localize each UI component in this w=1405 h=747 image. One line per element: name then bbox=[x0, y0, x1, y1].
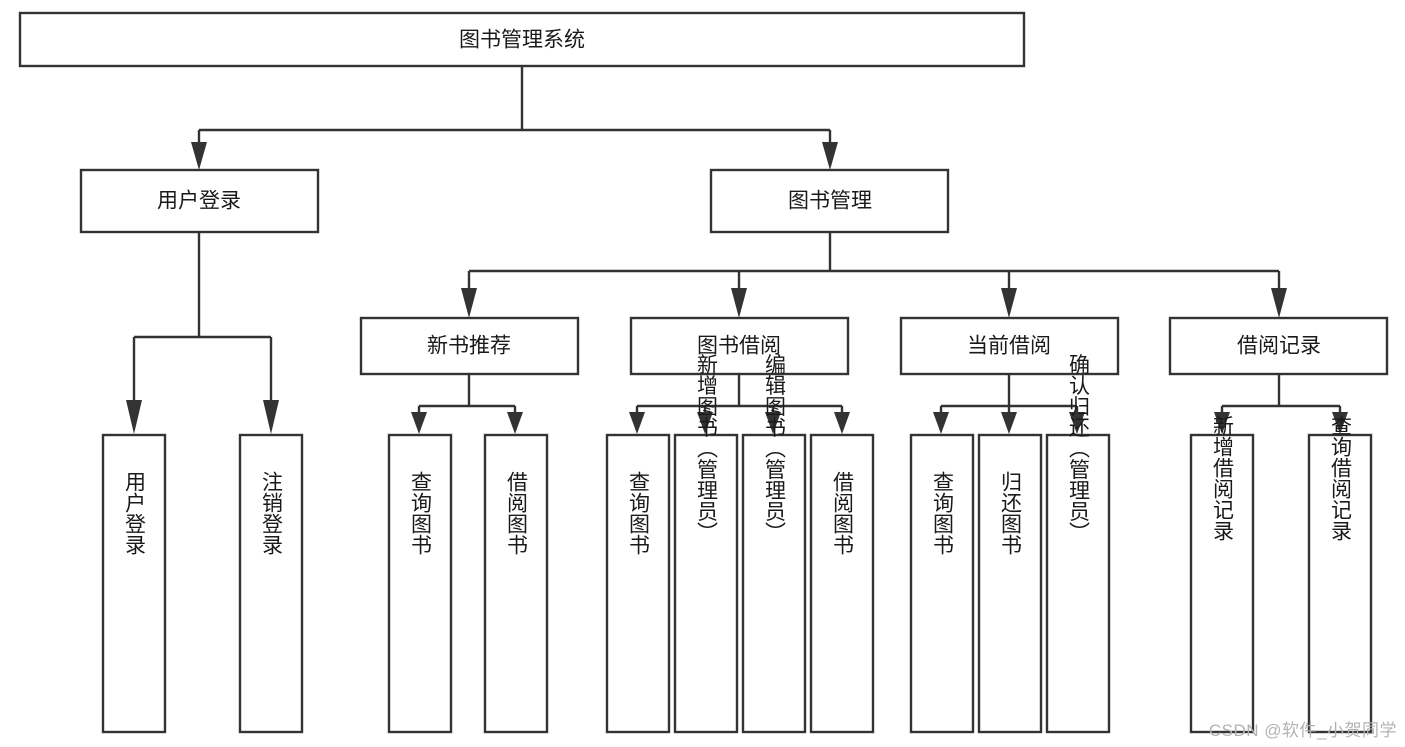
node-user-login[interactable]: 用户登录 bbox=[79, 168, 320, 234]
leaf-query-book-3-box[interactable] bbox=[909, 433, 975, 734]
leaf-add-book-label: 新增图书（管理员） bbox=[695, 354, 719, 543]
leaf-return-book-label: 归还图书 bbox=[999, 471, 1023, 555]
leaf-borrow-book-2-label: 借阅图书 bbox=[831, 471, 855, 555]
leaf-borrow-book-2[interactable]: 借阅图书 bbox=[809, 433, 875, 734]
leaf-user-login[interactable]: 用户登录 bbox=[101, 433, 167, 734]
node-user-login-label: 用户登录 bbox=[157, 190, 241, 213]
node-new-book-recommend-box[interactable] bbox=[359, 316, 580, 376]
leaf-logout-login-label: 注销登录 bbox=[260, 471, 284, 555]
leaf-query-book-2-label: 查询图书 bbox=[627, 471, 651, 555]
node-borrow-record-box[interactable] bbox=[1168, 316, 1389, 376]
arrow-to-user-login-icon bbox=[191, 142, 207, 170]
leaf-add-record-box[interactable] bbox=[1189, 433, 1255, 734]
connector-group-book-borrow-to-leaves bbox=[629, 374, 850, 434]
leaf-query-book-3[interactable]: 查询图书 bbox=[909, 433, 975, 734]
leaf-edit-book[interactable]: 编辑图书（管理员） bbox=[741, 354, 807, 734]
leaf-borrow-book-1-label: 借阅图书 bbox=[505, 471, 529, 555]
leaf-query-record-box[interactable] bbox=[1307, 433, 1373, 734]
node-book-borrow-box[interactable] bbox=[629, 316, 850, 376]
leaf-edit-book-label: 编辑图书（管理员） bbox=[763, 354, 787, 543]
connector-group-book-manage-to-level3 bbox=[461, 232, 1287, 318]
leaf-query-record-label: 查询借阅记录 bbox=[1329, 415, 1353, 541]
node-book-manage-label: 图书管理 bbox=[788, 190, 872, 213]
node-root-box[interactable] bbox=[18, 11, 1026, 68]
connector-group-root-to-level2 bbox=[191, 66, 838, 170]
leaf-query-record[interactable]: 查询借阅记录 bbox=[1307, 415, 1373, 734]
leaf-confirm-return[interactable]: 确认归还（管理员） bbox=[1045, 354, 1111, 734]
arrow-leaf-query-book-2-icon bbox=[629, 412, 645, 434]
leaf-query-book-2-box[interactable] bbox=[605, 433, 671, 734]
arrow-leaf-borrow-book-1-icon bbox=[507, 412, 523, 434]
arrow-to-book-manage-icon bbox=[822, 142, 838, 170]
node-current-borrow-box[interactable] bbox=[899, 316, 1120, 376]
leaf-user-login-label: 用户登录 bbox=[123, 471, 147, 555]
node-borrow-record-label: 借阅记录 bbox=[1237, 335, 1321, 358]
node-book-borrow-label: 图书借阅 bbox=[697, 335, 781, 358]
node-book-borrow[interactable]: 图书借阅 bbox=[629, 316, 850, 376]
arrow-to-borrow-record-icon bbox=[1271, 288, 1287, 318]
leaf-borrow-book-1-box[interactable] bbox=[483, 433, 549, 734]
node-root-label: 图书管理系统 bbox=[459, 29, 585, 52]
arrow-leaf-borrow-book-2-icon bbox=[834, 412, 850, 434]
leaf-confirm-return-label: 确认归还（管理员） bbox=[1067, 354, 1091, 543]
leaf-confirm-return-box[interactable] bbox=[1045, 433, 1111, 734]
leaf-return-book-box[interactable] bbox=[977, 433, 1043, 734]
leaf-logout-login-box[interactable] bbox=[238, 433, 304, 734]
node-new-book-recommend-label: 新书推荐 bbox=[427, 335, 511, 358]
connector-group-user-login-to-leaves bbox=[126, 232, 279, 434]
arrow-to-current-borrow-icon bbox=[1001, 288, 1017, 318]
arrow-leaf-logout-login-icon bbox=[263, 400, 279, 434]
arrow-leaf-add-book-icon bbox=[697, 412, 713, 434]
leaf-add-book[interactable]: 新增图书（管理员） bbox=[673, 354, 739, 734]
connector-group-new-book-recommend-to-leaves bbox=[411, 374, 523, 434]
node-book-manage-box[interactable] bbox=[709, 168, 950, 234]
leaf-borrow-book-2-box[interactable] bbox=[809, 433, 875, 734]
arrow-to-book-borrow-icon bbox=[731, 288, 747, 318]
node-root[interactable]: 图书管理系统 bbox=[18, 11, 1026, 68]
node-borrow-record[interactable]: 借阅记录 bbox=[1168, 316, 1389, 376]
arrow-leaf-query-book-3-icon bbox=[933, 412, 949, 434]
arrow-leaf-confirm-return-icon bbox=[1069, 412, 1085, 434]
leaf-query-book-3-label: 查询图书 bbox=[931, 471, 955, 555]
arrow-to-new-book-recommend-icon bbox=[461, 288, 477, 318]
leaf-add-record[interactable]: 新增借阅记录 bbox=[1189, 415, 1255, 734]
leaf-query-book-2[interactable]: 查询图书 bbox=[605, 433, 671, 734]
arrow-leaf-edit-book-icon bbox=[765, 412, 781, 434]
arrow-leaf-return-book-icon bbox=[1001, 412, 1017, 434]
arrow-leaf-query-record-icon bbox=[1332, 412, 1348, 434]
leaf-query-book-1[interactable]: 查询图书 bbox=[387, 433, 453, 734]
arrow-leaf-query-book-1-icon bbox=[411, 412, 427, 434]
node-new-book-recommend[interactable]: 新书推荐 bbox=[359, 316, 580, 376]
leaf-query-book-1-label: 查询图书 bbox=[409, 471, 433, 555]
leaf-borrow-book-1[interactable]: 借阅图书 bbox=[483, 433, 549, 734]
node-current-borrow[interactable]: 当前借阅 bbox=[899, 316, 1120, 376]
arrow-leaf-add-record-icon bbox=[1214, 412, 1230, 434]
leaf-user-login-box[interactable] bbox=[101, 433, 167, 734]
node-current-borrow-label: 当前借阅 bbox=[967, 335, 1051, 358]
leaf-add-record-label: 新增借阅记录 bbox=[1211, 415, 1235, 541]
node-user-login-box[interactable] bbox=[79, 168, 320, 234]
leaf-add-book-box[interactable] bbox=[673, 433, 739, 734]
arrow-leaf-user-login-icon bbox=[126, 400, 142, 434]
leaf-return-book[interactable]: 归还图书 bbox=[977, 433, 1043, 734]
connector-group-current-borrow-to-leaves bbox=[933, 374, 1085, 434]
node-book-manage[interactable]: 图书管理 bbox=[709, 168, 950, 234]
leaf-query-book-1-box[interactable] bbox=[387, 433, 453, 734]
leaf-edit-book-box[interactable] bbox=[741, 433, 807, 734]
leaf-logout-login[interactable]: 注销登录 bbox=[238, 433, 304, 734]
connector-group-borrow-record-to-leaves bbox=[1214, 374, 1348, 434]
